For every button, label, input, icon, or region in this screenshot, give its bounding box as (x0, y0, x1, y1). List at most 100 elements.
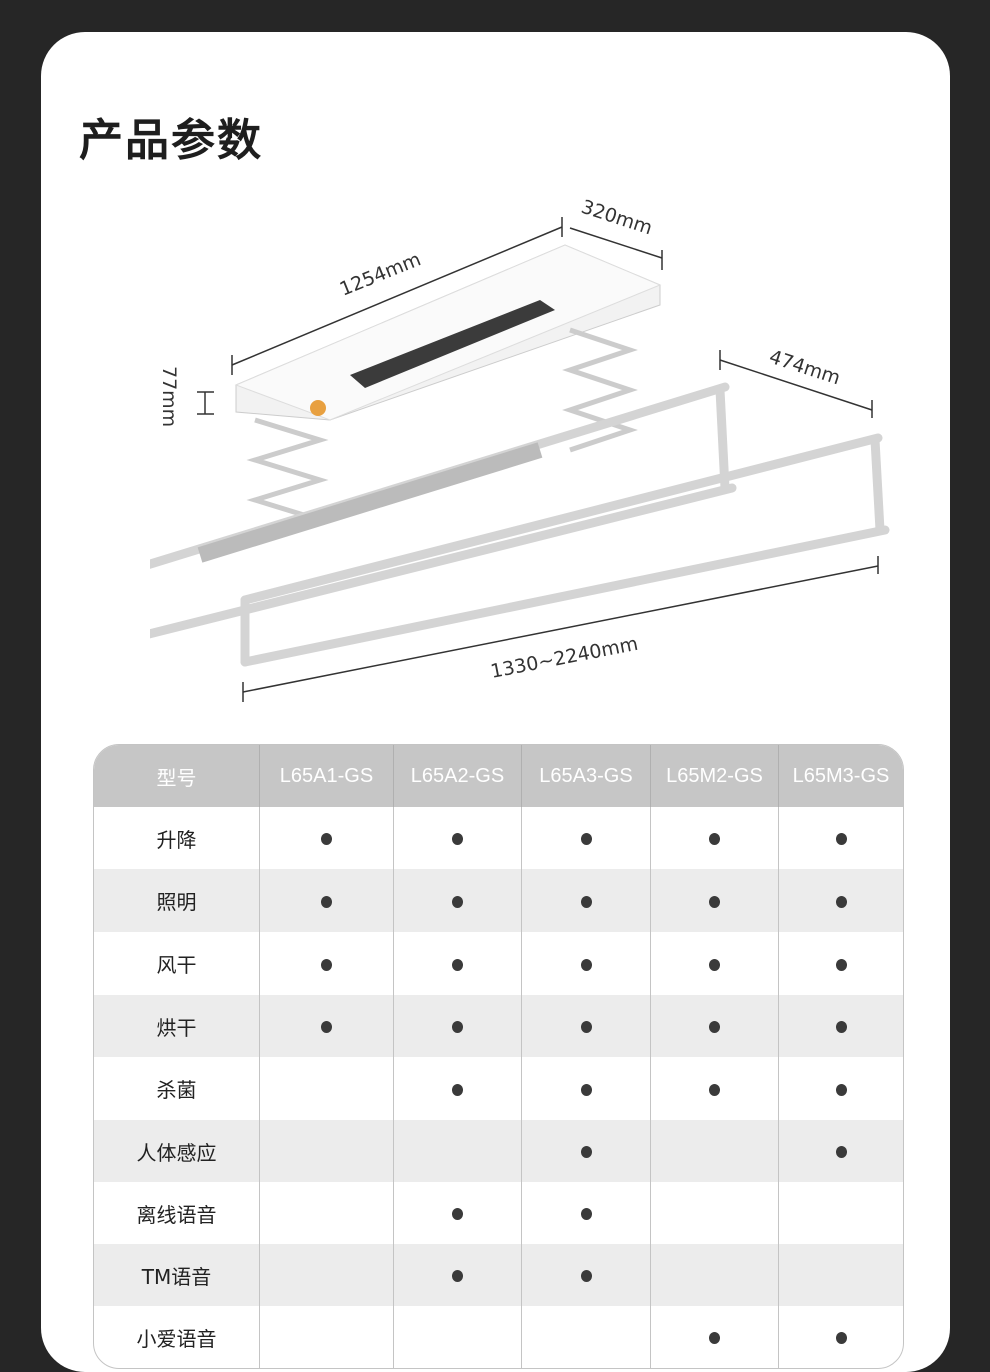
support-cell (521, 807, 650, 869)
supported-dot-icon (835, 1146, 847, 1158)
rack-length-label: 1330~2240mm (489, 633, 640, 683)
support-cell (778, 1182, 903, 1244)
feature-label: 照明 (94, 869, 259, 932)
support-cell (650, 1182, 778, 1244)
support-cell (650, 932, 778, 995)
support-cell (521, 1120, 650, 1182)
supported-dot-icon (709, 895, 720, 908)
support-cell (521, 1244, 650, 1306)
feature-label: 小爱语音 (136, 1326, 217, 1351)
supported-dot-icon (580, 895, 592, 908)
support-cell (521, 1306, 650, 1368)
header-col: L65M3-GS (778, 745, 903, 807)
feature-label: 人体感应 (94, 1120, 259, 1182)
support-cell (650, 1057, 778, 1120)
table-row: 杀菌 (94, 1057, 903, 1120)
supported-dot-icon (709, 1083, 720, 1096)
support-cell (393, 869, 521, 932)
feature-label: TM语音 (94, 1244, 259, 1306)
header-col: L65M2-GS (650, 745, 778, 807)
support-cell (259, 1244, 393, 1306)
support-cell (650, 995, 778, 1057)
header-col: L65A1-GS (259, 745, 393, 807)
supported-dot-icon (321, 958, 332, 971)
supported-dot-icon (321, 833, 332, 845)
table-row: 升降 (94, 807, 903, 869)
supported-dot-icon (452, 833, 463, 845)
feature-label: 风干 (156, 953, 197, 977)
table-row: 离线语音 (94, 1182, 903, 1244)
table-row: 人体感应 (94, 1120, 903, 1182)
height-label: 77mm (158, 366, 180, 427)
table-row: TM语音 (94, 1244, 903, 1306)
support-cell (778, 1306, 903, 1368)
supported-dot-icon (835, 1021, 847, 1033)
supported-dot-icon (835, 833, 847, 845)
support-cell (259, 869, 393, 932)
supported-dot-icon (835, 958, 847, 971)
spec-table: 型号 L65A1-GS L65A2-GS L65A3-GS L65M2-GS L… (93, 744, 904, 1369)
supported-dot-icon (580, 1270, 592, 1282)
support-cell (778, 807, 903, 869)
support-cell (521, 995, 650, 1057)
table-row: 风干 (94, 932, 903, 995)
support-cell (521, 1057, 650, 1120)
support-cell (778, 1057, 903, 1120)
support-cell (521, 869, 650, 932)
support-cell (393, 1120, 521, 1182)
support-cell (393, 1244, 521, 1306)
page-title: 产品参数 (79, 115, 263, 166)
header-col: L65A3-GS (521, 745, 650, 807)
supported-dot-icon (321, 1021, 332, 1033)
support-cell (778, 1244, 903, 1306)
support-cell (650, 807, 778, 869)
support-cell (650, 1244, 778, 1306)
feature-label: 杀菌 (156, 1078, 197, 1102)
support-cell (259, 995, 393, 1057)
product-illustration: 1254mm 320mm 77mm 474mm 1330~2240mm (150, 196, 890, 702)
table-row: 烘干 (94, 995, 903, 1057)
supported-dot-icon (452, 1083, 463, 1096)
supported-dot-icon (709, 1332, 720, 1344)
support-cell (393, 1057, 521, 1120)
table-row: 照明 (94, 869, 903, 932)
support-cell (393, 932, 521, 995)
width-label: 320mm (578, 196, 655, 240)
support-cell (259, 932, 393, 995)
support-cell (393, 807, 521, 869)
supported-dot-icon (835, 1083, 847, 1096)
support-cell (259, 1182, 393, 1244)
length-label: 1254mm (337, 248, 424, 300)
supported-dot-icon (452, 1021, 463, 1033)
support-cell (778, 1120, 903, 1182)
support-cell (650, 1120, 778, 1182)
depth-label: 474mm (766, 346, 843, 390)
supported-dot-icon (580, 1021, 592, 1033)
supported-dot-icon (452, 1270, 463, 1282)
support-cell (259, 1057, 393, 1120)
header-col: L65A2-GS (393, 745, 521, 807)
table-row: 小爱语音 (94, 1306, 903, 1368)
table-header-row: 型号 L65A1-GS L65A2-GS L65A3-GS L65M2-GS L… (94, 745, 903, 807)
supported-dot-icon (709, 958, 720, 971)
support-cell (650, 869, 778, 932)
supported-dot-icon (321, 895, 332, 908)
support-cell (778, 932, 903, 995)
supported-dot-icon (452, 895, 463, 908)
supported-dot-icon (709, 1021, 720, 1033)
support-cell (521, 1182, 650, 1244)
supported-dot-icon (580, 958, 592, 971)
header-model: 型号 (94, 745, 259, 807)
supported-dot-icon (452, 958, 463, 971)
supported-dot-icon (580, 833, 592, 845)
support-cell (650, 1306, 778, 1368)
supported-dot-icon (452, 1208, 463, 1220)
support-cell (259, 807, 393, 869)
feature-label: 离线语音 (136, 1202, 217, 1227)
supported-dot-icon (835, 1332, 847, 1344)
supported-dot-icon (580, 1146, 592, 1158)
support-cell (393, 1182, 521, 1244)
supported-dot-icon (580, 1208, 592, 1220)
supported-dot-icon (580, 1083, 592, 1096)
support-cell (393, 995, 521, 1057)
